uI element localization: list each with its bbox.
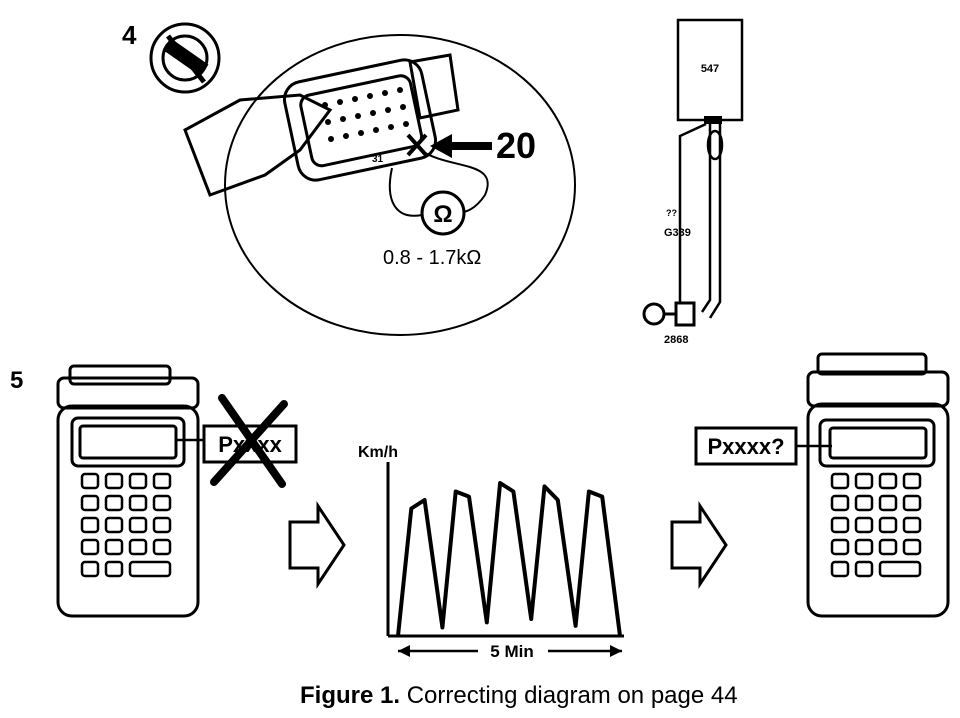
scan-tool-right-keypad <box>830 472 922 578</box>
figure-caption: Figure 1. Correcting diagram on page 44 <box>300 680 900 712</box>
step-number-4: 4 <box>122 20 137 50</box>
speed-sensor-icon <box>642 301 696 327</box>
code-query-text: Pxxxx? <box>707 434 784 459</box>
multi-pin-connector <box>183 53 460 197</box>
caption-number: Figure 1. <box>300 682 401 709</box>
scan-tool-left-keypad <box>80 472 172 578</box>
duration-arrow-left-head <box>398 645 410 657</box>
flow-arrow-icon-2 <box>670 501 728 589</box>
flow-arrow-icon-1 <box>288 501 346 589</box>
wiring-harness <box>678 122 724 319</box>
callout-arrow-icon <box>430 134 492 158</box>
wire-small-label: ?? <box>666 208 677 218</box>
ohmmeter-lead-right <box>419 149 489 213</box>
cross-out-icon <box>210 394 288 488</box>
duration-arrow-right-head <box>610 645 622 657</box>
caption-text: Correcting diagram on page 44 <box>406 682 738 709</box>
speed-graph <box>386 462 624 638</box>
graph-duration-label: 5 Min <box>490 642 533 661</box>
graph-y-axis-label: Km/h <box>358 444 398 461</box>
ohmmeter-lead-left <box>388 167 423 217</box>
ohm-symbol: Ω <box>433 201 452 228</box>
pin-number-callout: 20 <box>496 125 536 166</box>
pin-31-label: 31 <box>372 154 384 165</box>
code-box-query <box>694 426 798 466</box>
ignition-key-icon <box>149 22 221 94</box>
sensor-number: 2868 <box>664 334 688 346</box>
scan-tool-right <box>806 352 950 618</box>
connector-pin-grid <box>322 87 409 142</box>
step-number-5: 5 <box>10 367 23 394</box>
module-number: 547 <box>701 63 719 75</box>
module-terminal <box>704 116 722 124</box>
connector-detail-callout <box>224 34 576 336</box>
ohmmeter-icon: Ω <box>420 190 466 236</box>
scan-tool-left <box>56 364 200 618</box>
speed-trace-line <box>396 481 622 637</box>
resistance-spec: 0.8 - 1.7kΩ <box>383 247 481 269</box>
wire-code-label: G339 <box>664 227 691 239</box>
duration-label-bg <box>478 640 548 660</box>
